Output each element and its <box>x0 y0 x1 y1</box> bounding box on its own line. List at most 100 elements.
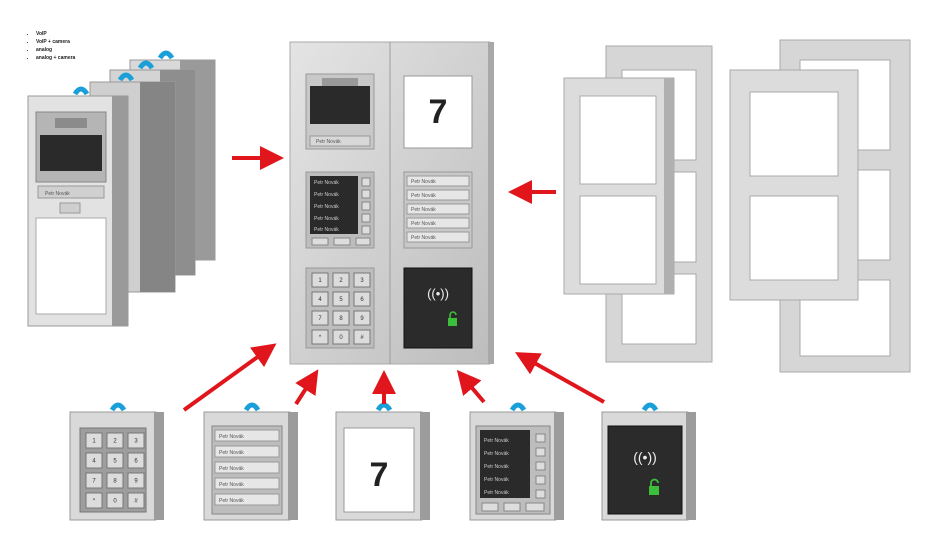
name-label: Petr Novák <box>484 451 509 457</box>
legend-item-analog-camera: analog + camera <box>36 54 75 62</box>
clip-icon <box>72 86 90 96</box>
keypad-key-label: 7 <box>318 316 322 322</box>
keypad-key-label: 0 <box>113 499 117 505</box>
stacked-main-units: Petr Novák <box>27 50 216 327</box>
frame-double-front <box>563 77 675 295</box>
keypad-key-label: # <box>360 335 364 341</box>
keypad-key <box>332 272 350 288</box>
arrow-from-keypad <box>182 343 277 412</box>
name-buttons-module: Petr Novák Petr Novák Petr Novák Petr No… <box>403 171 473 249</box>
keypad-key <box>353 272 371 288</box>
name-label: Petr Novák <box>484 438 509 444</box>
name-label: Petr Novák <box>484 490 509 496</box>
lcd-module: Petr Novák Petr Novák Petr Novák Petr No… <box>305 171 375 249</box>
keypad-key <box>106 492 124 509</box>
arrow-from-rfid <box>515 352 605 404</box>
keypad-key-label: 2 <box>113 439 117 445</box>
keypad-key-label: 3 <box>360 278 364 284</box>
keypad-key <box>106 452 124 469</box>
keypad-key-label: * <box>93 499 96 505</box>
keypad-key-label: 7 <box>92 479 96 485</box>
clip-icon <box>137 60 155 70</box>
stacked-unit-front: Petr Novák <box>27 86 129 327</box>
name-label: Petr Novák <box>45 191 70 197</box>
keypad-key <box>353 329 371 345</box>
name-button <box>37 185 105 199</box>
name-label: Petr Novák <box>219 498 244 504</box>
blank-module <box>35 217 107 315</box>
keypad-key <box>332 329 350 345</box>
legend-item-analog: analog <box>36 46 75 54</box>
name-label: Petr Novák <box>411 193 436 199</box>
clip-icon <box>117 72 135 82</box>
arrow-from-name-buttons <box>294 369 319 406</box>
bottom-display-module: 7 <box>335 402 430 521</box>
name-label: Petr Novák <box>484 464 509 470</box>
keypad-key-label: 6 <box>360 297 364 303</box>
unlock-icon <box>649 486 659 495</box>
bottom-rfid-module: ((•)) <box>601 402 696 521</box>
keypad-key-label: 9 <box>360 316 364 322</box>
keypad-key <box>85 492 103 509</box>
keypad-key-label: 6 <box>134 459 138 465</box>
clip-icon <box>157 50 175 60</box>
keypad-key <box>106 432 124 449</box>
name-label: Petr Novák <box>314 180 339 186</box>
keypad-key-label: 5 <box>339 297 343 303</box>
keypad-key <box>353 291 371 307</box>
keypad-key-label: 9 <box>134 479 138 485</box>
keypad-key <box>127 452 145 469</box>
keypad-key <box>353 310 371 326</box>
legend-item-voip-camera: VoIP + camera <box>36 38 75 46</box>
name-label: Petr Novák <box>484 477 509 483</box>
keypad-key-label: 5 <box>113 459 117 465</box>
clip-icon <box>641 402 659 412</box>
keypad-key <box>311 272 329 288</box>
name-label: Petr Novák <box>411 235 436 241</box>
legend-item-voip: VoIP <box>36 30 75 38</box>
name-label: Petr Novák <box>219 466 244 472</box>
keypad-key-label: 3 <box>134 439 138 445</box>
display-digit: 7 <box>429 93 448 131</box>
keypad-key <box>106 472 124 489</box>
name-label: Petr Novák <box>314 192 339 198</box>
keypad-key <box>332 310 350 326</box>
unlock-icon <box>448 318 457 326</box>
name-label: Petr Novák <box>411 221 436 227</box>
name-label: Petr Novák <box>219 434 244 440</box>
keypad-key-label: 4 <box>318 297 322 303</box>
keypad-key <box>332 291 350 307</box>
arrow-from-lcd <box>456 369 486 404</box>
keypad-key <box>127 432 145 449</box>
name-label: Petr Novák <box>411 179 436 185</box>
frame-triple-front <box>729 69 859 301</box>
name-label: Petr Novák <box>219 482 244 488</box>
name-label: Petr Novák <box>411 207 436 213</box>
keypad-key <box>311 329 329 345</box>
keypad-key <box>85 432 103 449</box>
name-label: Petr Novák <box>314 204 339 210</box>
keypad-key-label: 1 <box>92 439 96 445</box>
keypad-key-label: 1 <box>318 278 322 284</box>
rfid-module: ((•)) <box>403 267 473 349</box>
rfid-icon: ((•)) <box>427 286 449 301</box>
keypad-key-label: # <box>134 499 138 505</box>
clip-icon <box>109 402 127 412</box>
assembled-intercom: Petr Novák 7 Petr Novák Petr Novák Petr … <box>289 41 494 365</box>
name-label: Petr Novák <box>316 139 341 145</box>
display-digit: 7 <box>370 456 389 494</box>
keypad-key-label: 0 <box>339 335 343 341</box>
clip-icon <box>243 402 261 412</box>
keypad-key-label: 4 <box>92 459 96 465</box>
clip-icon <box>375 402 393 412</box>
keypad-key <box>311 291 329 307</box>
name-label: Petr Novák <box>314 227 339 233</box>
keypad-key-label: * <box>319 335 322 341</box>
bottom-lcd-module: Petr Novák Petr Novák Petr Novák Petr No… <box>469 402 564 521</box>
name-label: Petr Novák <box>219 450 244 456</box>
keypad-key <box>85 472 103 489</box>
legend-list: VoIP VoIP + camera analog analog + camer… <box>22 30 75 62</box>
